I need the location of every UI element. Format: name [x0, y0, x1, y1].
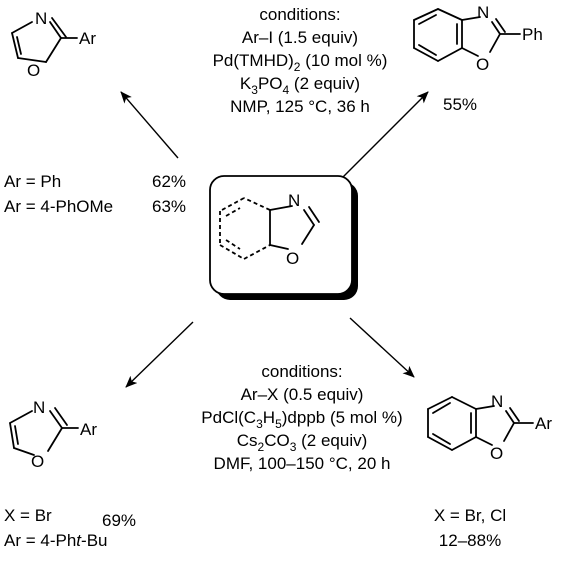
bottom-left-o-atom: O: [31, 452, 44, 471]
top-left-ar-group: Ar: [79, 29, 96, 48]
top-left-n-atom: N: [35, 9, 47, 28]
bottom-left-oxazole: N O Ar: [9, 398, 97, 471]
top-conditions-line3: Pd(TMHD)2 (10 mol %): [213, 51, 388, 74]
bottom-conditions: conditions: Ar–X (0.5 equiv) PdCl(C3H5)d…: [201, 362, 402, 473]
top-conditions: conditions: Ar–I (1.5 equiv) Pd(TMHD)2 (…: [213, 5, 388, 116]
bottom-left-ar-label: Ar = 4-Pht-Bu: [4, 531, 108, 550]
bottom-right-yield: 12–88%: [439, 531, 501, 550]
top-left-result2-label: Ar = 4-PhOMe: [4, 197, 113, 216]
top-right-ph-group: Ph: [522, 25, 543, 44]
top-conditions-line5: NMP, 125 °C, 36 h: [230, 97, 370, 116]
bottom-left-ar-group: Ar: [80, 420, 97, 439]
bottom-right-benzoxazole: N O Ar: [427, 392, 552, 463]
top-right-benzoxazole: N O Ph: [413, 3, 543, 74]
bottom-conditions-line2: Ar–X (0.5 equiv): [241, 385, 364, 404]
bottom-right-o-atom: O: [490, 444, 503, 463]
arrow-to-top-right: [341, 91, 429, 179]
top-left-o-atom: O: [27, 61, 40, 80]
top-right-n-atom: N: [477, 3, 489, 22]
center-o-atom: O: [286, 249, 299, 268]
top-left-result1-label: Ar = Ph: [4, 172, 61, 191]
center-n-atom: N: [288, 191, 300, 210]
arrow-to-top-left: [120, 91, 179, 159]
top-right-o-atom: O: [476, 55, 489, 74]
arrow-to-bottom-left: [125, 321, 194, 388]
bottom-right-n-atom: N: [491, 392, 503, 411]
top-right-yield: 55%: [443, 95, 477, 114]
bottom-left-x-label: X = Br: [4, 506, 52, 525]
bottom-left-n-atom: N: [33, 398, 45, 417]
center-substrate-box: N O: [209, 175, 358, 300]
top-conditions-line1: conditions:: [259, 5, 340, 24]
arrow-to-bottom-right: [349, 317, 415, 378]
top-left-oxazole: N O Ar: [11, 9, 96, 80]
bottom-right-ar-group: Ar: [535, 414, 552, 433]
bottom-left-yield: 69%: [102, 511, 136, 530]
bottom-conditions-line5: DMF, 100–150 °C, 20 h: [214, 454, 391, 473]
bottom-conditions-line3: PdCl(C3H5)dppb (5 mol %): [201, 408, 402, 431]
bottom-conditions-line4: Cs2CO3 (2 equiv): [237, 431, 368, 454]
top-conditions-line4: K3PO4 (2 equiv): [240, 74, 360, 97]
bottom-conditions-line1: conditions:: [261, 362, 342, 381]
top-left-result1-yield: 62%: [152, 172, 186, 191]
bottom-right-x-label: X = Br, Cl: [434, 506, 506, 525]
top-left-result2-yield: 63%: [152, 197, 186, 216]
top-conditions-line2: Ar–I (1.5 equiv): [242, 28, 358, 47]
